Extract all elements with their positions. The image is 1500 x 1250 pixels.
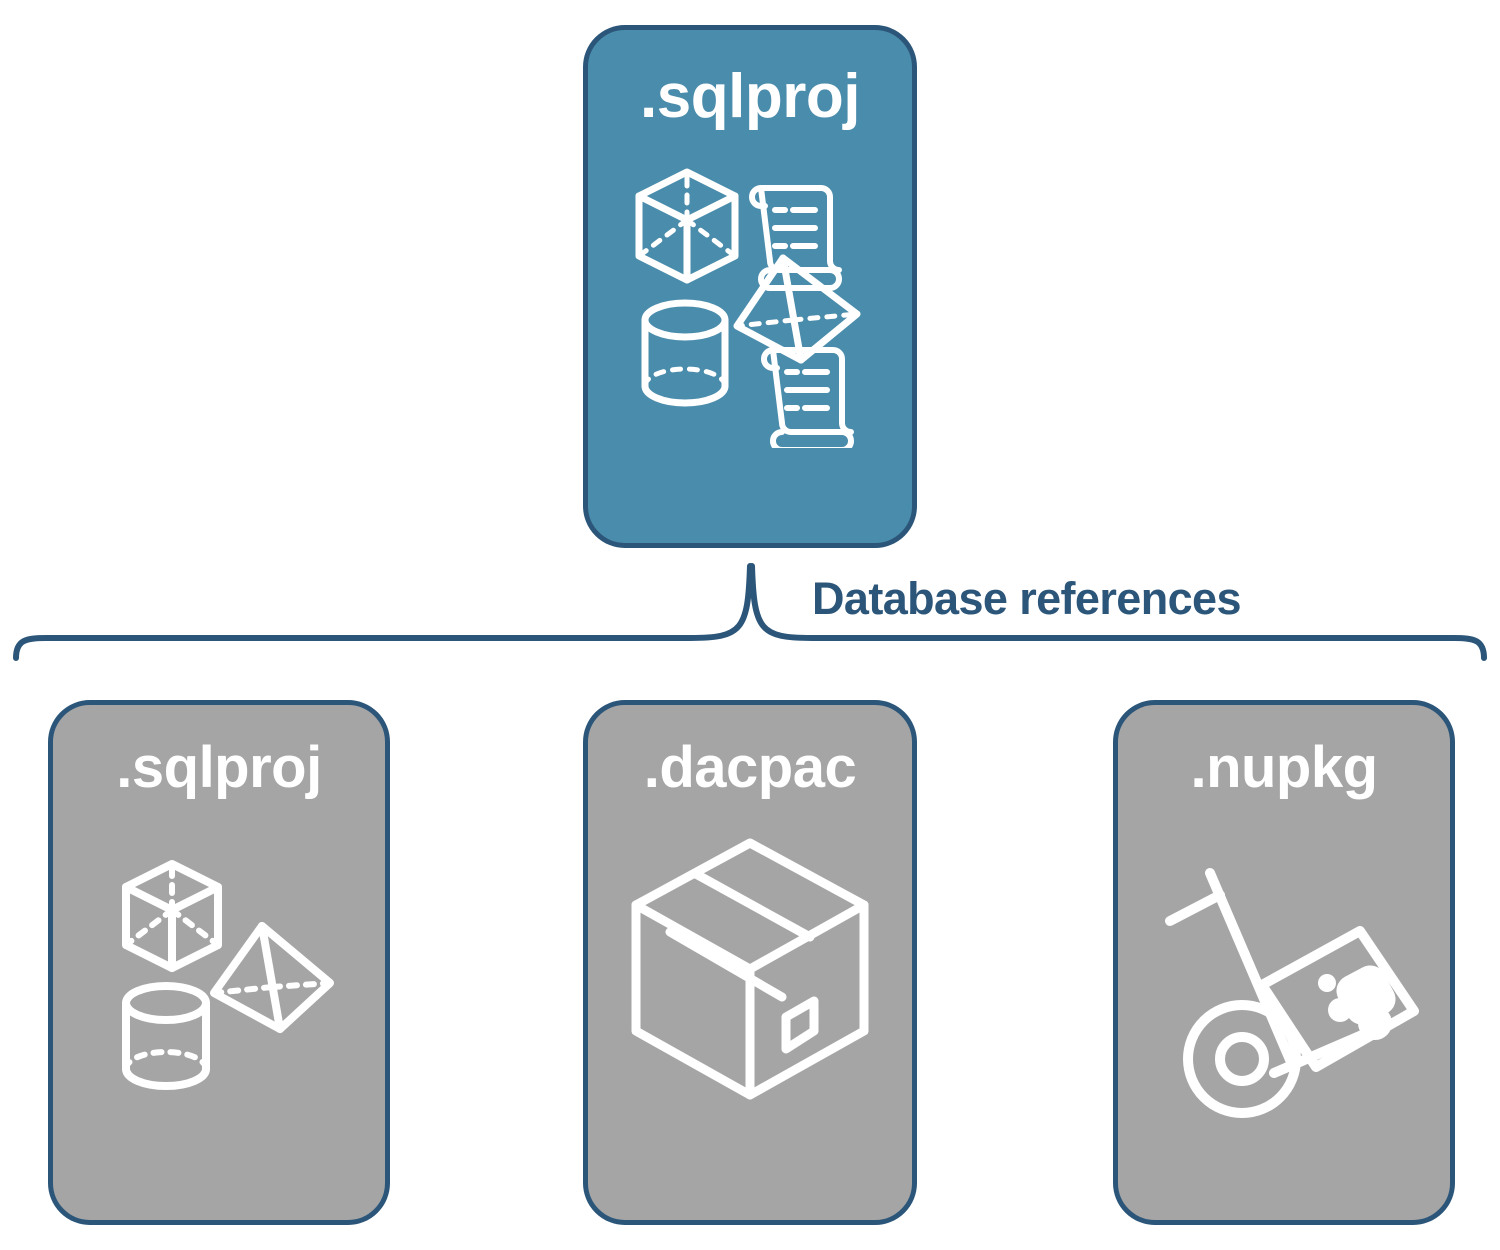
- leaf-node-sqlproj[interactable]: .sqlproj: [48, 700, 390, 1225]
- pyramid-icon: [210, 922, 334, 1033]
- package-box-icon: [631, 838, 869, 1100]
- leaf-node-label-dacpac: .dacpac: [643, 735, 857, 800]
- leaf-artwork-nupkg: [1118, 797, 1450, 1220]
- root-node-artwork: [588, 128, 912, 543]
- leaf-node-label-nupkg: .nupkg: [1190, 735, 1378, 800]
- cube-icon: [122, 860, 222, 972]
- leaf-artwork-dacpac: [588, 797, 912, 1220]
- leaf-artwork-sqlproj: [53, 797, 385, 1220]
- database-references-bracket: [13, 563, 1487, 661]
- root-node-sqlproj[interactable]: .sqlproj: [583, 25, 917, 548]
- scroll-icon: [761, 347, 854, 448]
- nuget-package-icon: [1257, 926, 1419, 1072]
- leaf-node-nupkg[interactable]: .nupkg: [1113, 700, 1455, 1225]
- shapes-artwork-svg: [122, 860, 334, 1090]
- cylinder-icon: [641, 299, 729, 407]
- leaf-node-dacpac[interactable]: .dacpac: [583, 700, 917, 1225]
- pyramid-icon: [733, 254, 861, 364]
- hand-truck-icon: [1165, 868, 1419, 1118]
- root-node-label: .sqlproj: [640, 62, 860, 131]
- root-artwork-svg: [635, 168, 861, 448]
- connector-label: Database references: [812, 573, 1241, 624]
- scroll-icon: [749, 185, 842, 291]
- cube-icon: [635, 168, 739, 284]
- cylinder-icon: [122, 982, 210, 1090]
- leaf-node-label-sqlproj: .sqlproj: [116, 735, 322, 800]
